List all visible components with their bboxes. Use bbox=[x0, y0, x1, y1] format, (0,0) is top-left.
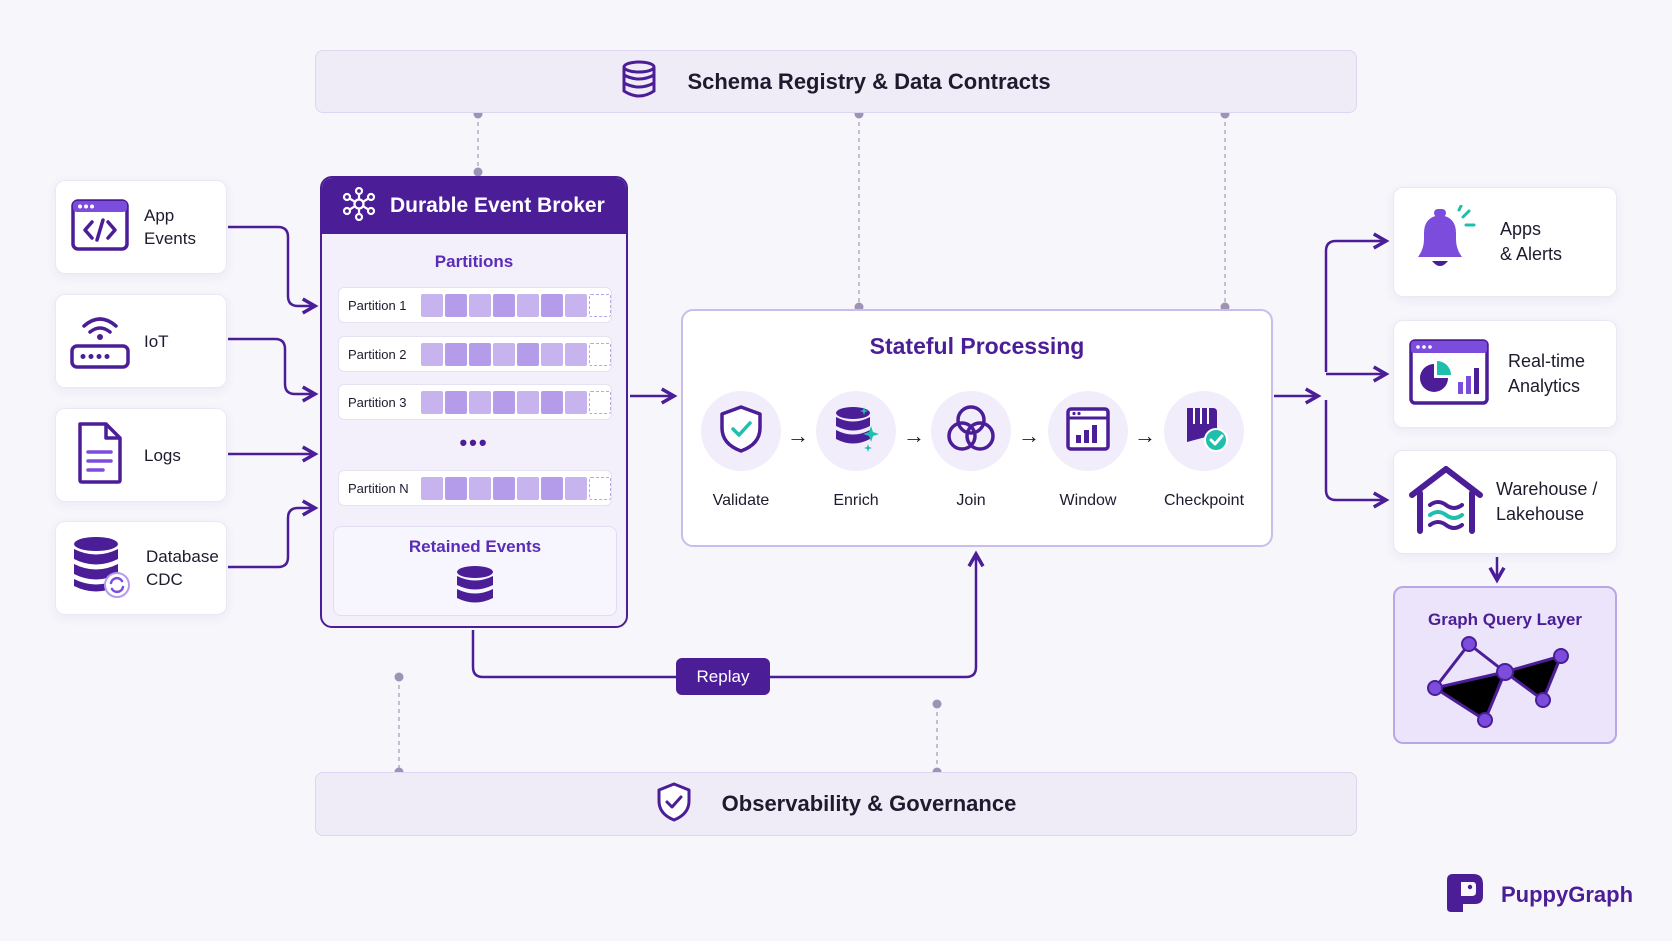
step-arrow: → bbox=[1134, 423, 1156, 448]
observability-title: Observability & Governance bbox=[721, 791, 1017, 816]
flow-arrow-iot bbox=[228, 337, 315, 394]
source-iot[interactable]: IoT bbox=[55, 294, 227, 388]
graph-query-layer[interactable]: Graph Query Layer bbox=[1393, 586, 1617, 744]
step-checkpoint[interactable]: Checkpoint bbox=[1149, 391, 1259, 510]
broker-header: Durable Event Broker bbox=[322, 178, 626, 234]
source-label: Logs bbox=[144, 445, 181, 465]
document-icon bbox=[70, 421, 130, 490]
step-label: Enrich bbox=[833, 492, 879, 509]
replay-button[interactable]: Replay bbox=[676, 658, 770, 695]
partition-label: Partition 1 bbox=[348, 297, 407, 313]
partition-label: Partition 3 bbox=[348, 394, 407, 410]
dashboard-icon bbox=[1408, 338, 1490, 411]
step-arrow: → bbox=[787, 423, 809, 448]
step-enrich[interactable]: Enrich bbox=[801, 391, 911, 510]
shield-check-icon bbox=[718, 404, 764, 459]
destination-apps-alerts[interactable]: Apps & Alerts bbox=[1393, 187, 1617, 297]
flow-arrow-cdc bbox=[228, 508, 315, 569]
graph-network-icon bbox=[1425, 636, 1585, 737]
partition-segments bbox=[421, 390, 611, 414]
source-database-cdc[interactable]: Database CDC bbox=[55, 521, 227, 615]
retained-events-title: Retained Events bbox=[408, 537, 542, 556]
durable-event-broker: Durable Event Broker Partitions Partitio… bbox=[320, 176, 628, 628]
bell-icon bbox=[1408, 204, 1482, 280]
schema-registry-title: Schema Registry & Data Contracts bbox=[687, 68, 1051, 94]
puppygraph-brand[interactable]: PuppyGraph bbox=[1443, 870, 1633, 919]
source-label: IoT bbox=[144, 331, 169, 351]
database-icon bbox=[621, 59, 657, 104]
flow-arrow-app-events bbox=[228, 225, 315, 306]
step-join[interactable]: Join bbox=[916, 391, 1026, 510]
partition-segments bbox=[421, 293, 611, 317]
partition-segments bbox=[421, 342, 611, 366]
retained-events: Retained Events bbox=[333, 526, 617, 616]
partition-ellipsis: ••• bbox=[459, 430, 489, 455]
partition-row[interactable]: Partition 2 bbox=[338, 336, 612, 372]
step-label: Checkpoint bbox=[1163, 492, 1245, 509]
fanout-apps bbox=[1324, 241, 1386, 372]
source-label: App Events bbox=[144, 206, 196, 248]
source-label: Database CDC bbox=[146, 547, 219, 589]
partition-label: Partition N bbox=[348, 480, 409, 496]
destination-label: Apps & Alerts bbox=[1500, 219, 1563, 264]
partition-row[interactable]: Partition 1 bbox=[338, 287, 612, 323]
step-label: Window bbox=[1059, 492, 1117, 509]
observability-governance-band: Observability & Governance bbox=[315, 772, 1357, 836]
graph-query-title: Graph Query Layer bbox=[1427, 610, 1582, 629]
step-label: Join bbox=[956, 492, 986, 509]
shield-check-icon bbox=[656, 782, 692, 827]
stateful-processing: Stateful Processing Validate → bbox=[681, 309, 1273, 547]
destination-warehouse-lakehouse[interactable]: Warehouse / Lakehouse bbox=[1393, 450, 1617, 554]
brand-name: PuppyGraph bbox=[1501, 881, 1634, 907]
processing-title: Stateful Processing bbox=[869, 333, 1085, 359]
partition-label: Partition 2 bbox=[348, 346, 407, 362]
step-window[interactable]: Window bbox=[1033, 391, 1143, 510]
database-sync-icon bbox=[70, 534, 132, 603]
hub-network-icon bbox=[342, 186, 376, 226]
destination-label: Warehouse / Lakehouse bbox=[1496, 479, 1598, 524]
fanout-warehouse bbox=[1324, 400, 1386, 500]
destination-real-time-analytics[interactable]: Real-time Analytics bbox=[1393, 320, 1617, 428]
flag-check-icon bbox=[1179, 404, 1229, 459]
schema-registry-band: Schema Registry & Data Contracts bbox=[315, 50, 1357, 113]
database-sparkle-icon bbox=[831, 404, 881, 459]
step-arrow: → bbox=[1018, 423, 1040, 448]
source-app-events[interactable]: App Events bbox=[55, 180, 227, 274]
destination-label: Real-time Analytics bbox=[1508, 351, 1586, 396]
partition-row[interactable]: Partition N bbox=[338, 470, 612, 506]
puppygraph-logo-icon bbox=[1443, 870, 1487, 919]
step-label: Validate bbox=[712, 492, 770, 509]
router-wifi-icon bbox=[70, 309, 130, 374]
window-chart-icon bbox=[1065, 406, 1111, 457]
step-validate[interactable]: Validate bbox=[686, 391, 796, 510]
code-window-icon bbox=[70, 198, 130, 257]
warehouse-icon bbox=[1408, 465, 1484, 540]
venn-icon bbox=[945, 404, 997, 459]
source-logs[interactable]: Logs bbox=[55, 408, 227, 502]
step-arrow: → bbox=[903, 423, 925, 448]
partition-row[interactable]: Partition 3 bbox=[338, 384, 612, 420]
broker-title: Durable Event Broker bbox=[390, 194, 605, 217]
partitions-title: Partitions bbox=[434, 252, 514, 271]
partition-segments bbox=[421, 476, 611, 500]
database-icon bbox=[455, 565, 495, 614]
